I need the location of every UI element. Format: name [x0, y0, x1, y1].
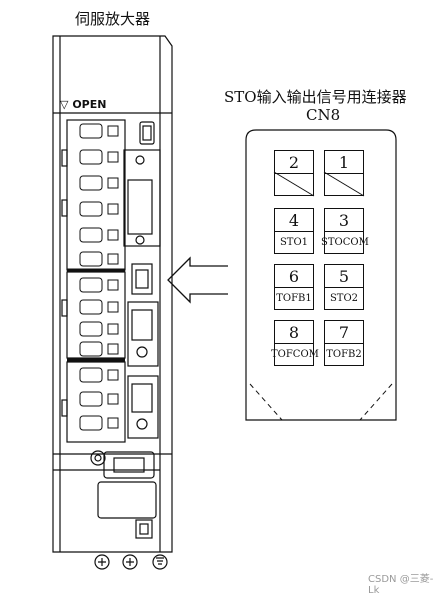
watermark: CSDN @三菱-Lk: [368, 574, 434, 596]
pin-number: 7: [338, 323, 350, 342]
connector-title: STO输入输出信号用连接器: [224, 88, 407, 106]
pin-number: 8: [288, 323, 300, 342]
pin-number: 1: [338, 153, 350, 172]
pin-number: 3: [338, 211, 350, 230]
pin-signal-label: STO2: [329, 293, 359, 304]
pin-divider: [275, 231, 313, 232]
pin-divider: [275, 287, 313, 288]
pin-divider: [275, 343, 313, 344]
pin-divider: [325, 173, 363, 174]
open-label: ▽ OPEN: [60, 98, 107, 111]
pin-signal-label: TOFCOM: [271, 349, 319, 360]
pin-number: 2: [288, 153, 300, 172]
pin-divider: [325, 343, 363, 344]
pin-2: 2: [274, 150, 314, 196]
pin-divider: [275, 173, 313, 174]
connector-outline: [245, 129, 397, 421]
pin-divider: [325, 287, 363, 288]
amplifier-title: 伺服放大器: [75, 10, 151, 28]
pin-number: 4: [288, 211, 300, 230]
pin-signal-label: STOCOM: [321, 237, 369, 248]
pin-number: 6: [288, 267, 300, 286]
connector-name: CN8: [306, 106, 341, 124]
pin-1: 1: [324, 150, 364, 196]
pin-signal-label: TOFB1: [276, 293, 312, 304]
pin-signal-label: TOFB2: [326, 349, 362, 360]
open-triangle-icon: ▽: [60, 98, 69, 111]
pin-number: 5: [338, 267, 350, 286]
pin-divider: [325, 231, 363, 232]
pin-signal-label: STO1: [279, 237, 309, 248]
pointer-arrow: [167, 256, 228, 304]
